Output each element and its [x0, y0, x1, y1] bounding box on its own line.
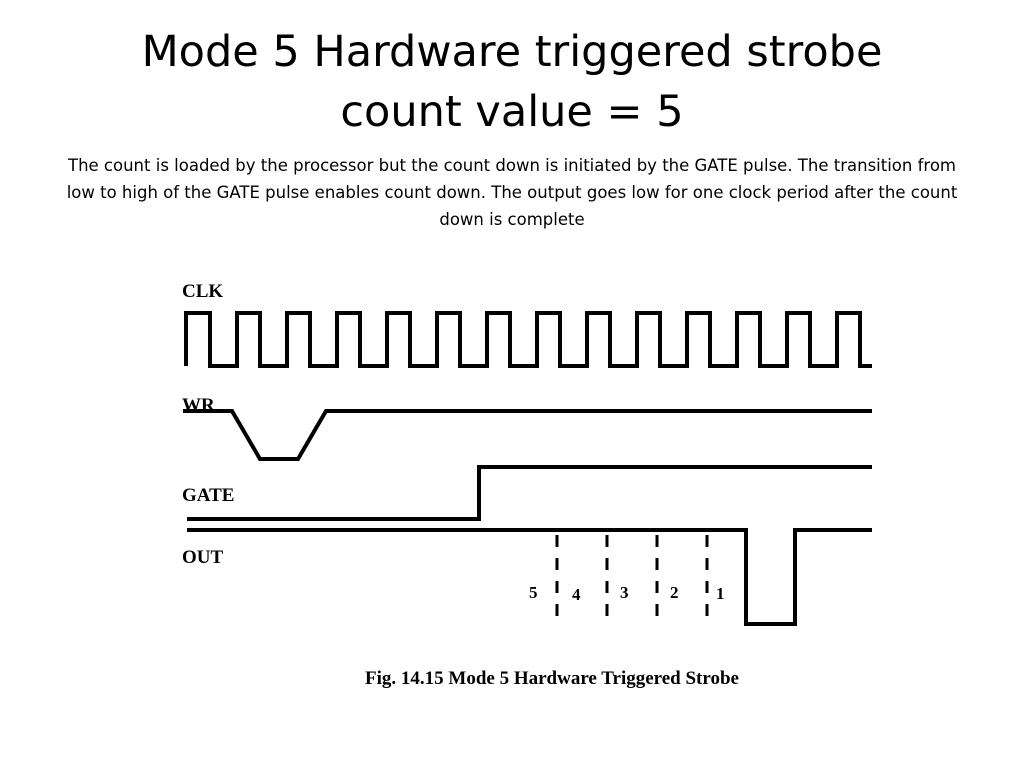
slide-description: The count is loaded by the processor but… — [66, 156, 958, 229]
wr-waveform — [183, 409, 872, 461]
out-waveform — [187, 528, 872, 626]
slide-title-line-2: count value = 5 — [340, 87, 684, 137]
count-label-4: 4 — [572, 585, 581, 604]
count-label-2: 2 — [670, 583, 679, 602]
count-label-5: 5 — [529, 583, 538, 602]
figure-caption: Fig. 14.15 Mode 5 Hardware Triggered Str… — [365, 668, 739, 689]
gate-label: GATE — [182, 485, 234, 506]
clk-waveform — [184, 311, 872, 368]
slide-title: Mode 5 Hardware triggered strobe count v… — [0, 22, 1024, 142]
count-label-1: 1 — [716, 584, 725, 603]
gate-waveform — [187, 465, 872, 521]
wr-label: WR — [182, 395, 215, 416]
clk-label: CLK — [182, 281, 223, 302]
slide-title-line-1: Mode 5 Hardware triggered strobe — [141, 27, 883, 77]
count-label-3: 3 — [620, 583, 629, 602]
out-label: OUT — [182, 547, 224, 568]
